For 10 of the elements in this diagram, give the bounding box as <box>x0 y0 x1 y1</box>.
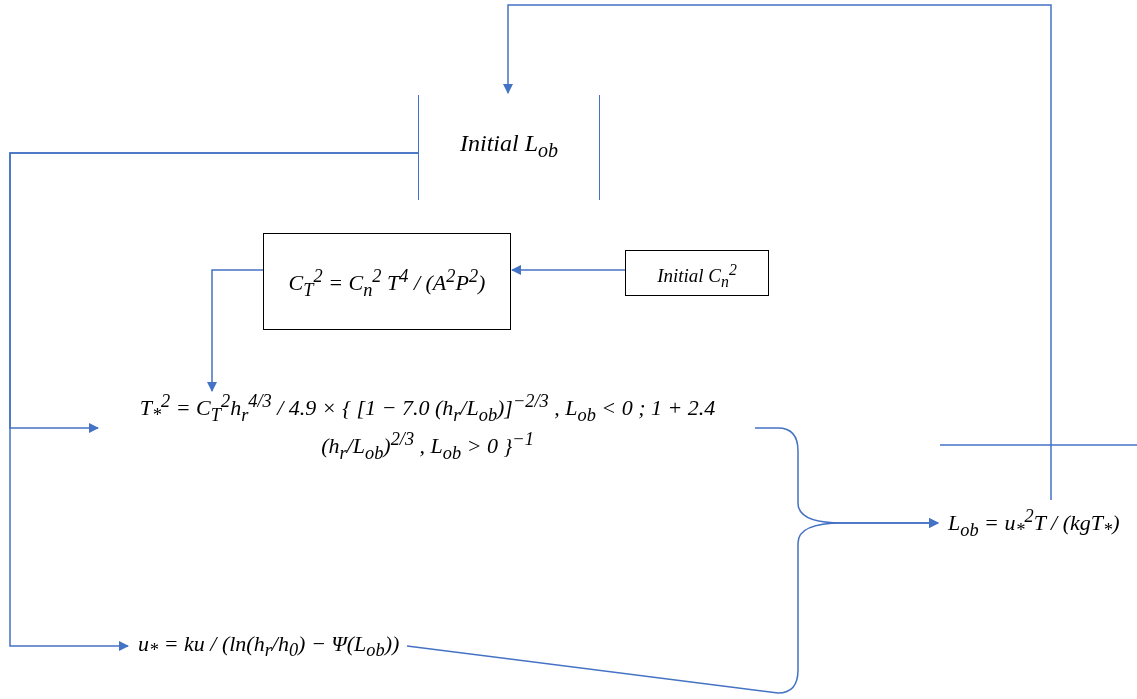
arrow <box>502 4 1052 501</box>
bar-bracketed-label: Initial L$_{ob}$ <box>418 95 600 200</box>
arrow <box>9 152 419 652</box>
arrow <box>206 269 264 393</box>
arrow <box>406 517 940 694</box>
equation-text: u$_{*}$ = ku / (ln(h$_{r}$/h$_{0}$) − Ψ(L$_{ob}$)) <box>130 625 408 668</box>
equation-text: T$_{*}$$^{2}$ = C$_{T}$$^{2}$h$_{r}$$^{4/3}$ / 4.9 × { [1 − 7.0 (h$_{r}$/L$_{ob}$)]$^{−2/3}$ , L$_{ob}$ < 0 ; 1 + 2.4 (h$_{r}$/L$_{ob}$)$^{2/3}$ , L$_{ob}$ > 0 }$^{−1}$ <box>100 385 755 470</box>
equation-text: L$_{ob}$ = u$_{*}$$^{2}$T / (kgT$_{*}$) <box>940 500 1128 547</box>
arrow <box>510 264 626 276</box>
formula-box: C$_{T}$$^{2}$ = C$_{n}$$^{2}$ T$^{4}$ / (A$^{2}$P$^{2}$) <box>263 233 511 330</box>
